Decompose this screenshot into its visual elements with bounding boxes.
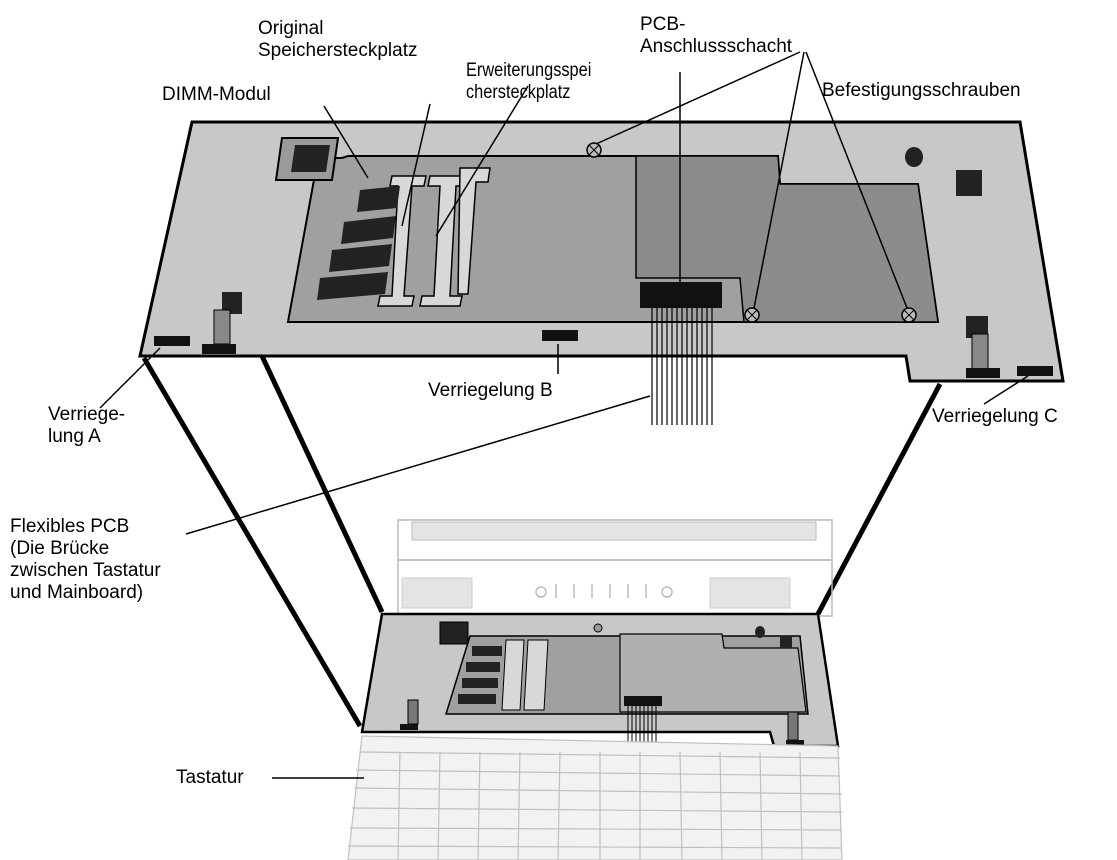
label-expansion-slot: Erweiterungsspei chersteckplatz: [466, 60, 592, 103]
lower-screw: [593, 623, 603, 633]
label-screws: Befestigungsschrauben: [822, 80, 1021, 101]
screw-middle: [744, 307, 760, 323]
lower-memory-slots: [501, 639, 549, 711]
square-marker: [956, 170, 982, 196]
keyboard: [347, 735, 843, 860]
lower-round-marker: [755, 626, 765, 638]
chip-core: [291, 145, 330, 172]
original-memory-slot: [377, 175, 427, 307]
label-keyboard: Tastatur: [176, 767, 244, 788]
lower-flex-cable: [627, 706, 657, 748]
lower-shield-plate: [619, 633, 807, 713]
leader-lines: [99, 51, 1029, 779]
label-pcb-slot: PCB- Anschlussschacht: [640, 14, 793, 57]
hook-right: [966, 316, 1000, 378]
dimm-module: [317, 186, 400, 300]
laptop-base: [347, 519, 843, 860]
hook-left: [202, 292, 242, 354]
status-leds: [535, 584, 673, 598]
latch-a-block: [154, 336, 190, 346]
lower-chip: [439, 621, 469, 645]
screw-top: [586, 142, 602, 158]
speaker-left: [401, 577, 473, 609]
pcb-connector-slot: [640, 282, 722, 308]
latch-c-block: [1017, 366, 1053, 376]
lower-connector: [624, 696, 662, 706]
label-latch-c: Verriegelung C: [932, 406, 1058, 427]
round-marker: [905, 147, 923, 167]
latch-b-block: [542, 330, 578, 341]
projection-lines: [141, 354, 943, 728]
label-latch-a: Verriege- lung A: [48, 404, 126, 447]
lower-dimm-module: [458, 646, 502, 704]
speaker-right: [709, 577, 791, 609]
label-flexible-pcb: Flexibles PCB (Die Brücke zwischen Tasta…: [10, 516, 161, 603]
expansion-memory-slot: [419, 167, 491, 307]
screw-right: [901, 307, 917, 323]
label-original-slot: Original Speichersteckplatz: [258, 18, 418, 61]
lower-square-marker: [780, 636, 792, 648]
lower-hook-right: [786, 711, 804, 746]
label-latch-b: Verriegelung B: [428, 380, 553, 401]
label-dimm-module: DIMM-Modul: [162, 84, 271, 105]
flexible-pcb-cable: [651, 308, 713, 425]
shield-plate: [635, 155, 939, 323]
lower-hook-left: [400, 699, 419, 730]
exploded-board: [138, 120, 1065, 425]
